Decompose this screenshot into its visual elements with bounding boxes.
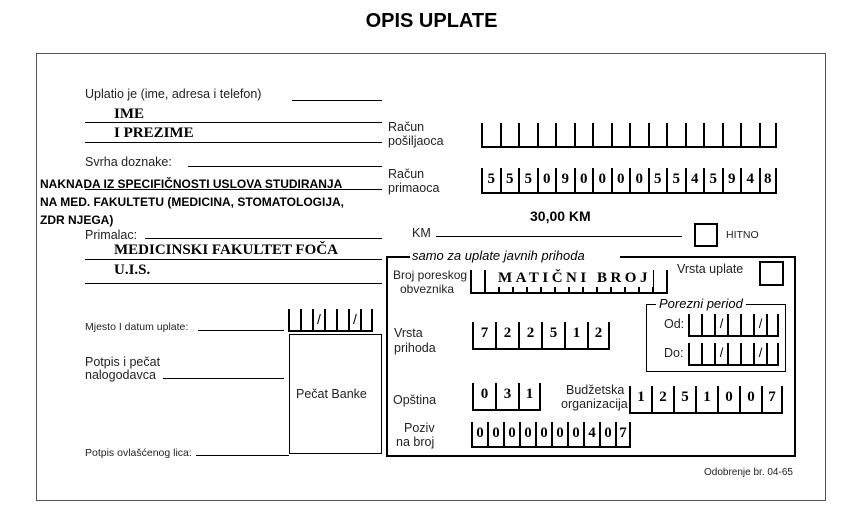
recipient-label: Primalac: bbox=[85, 228, 138, 242]
bank-stamp-box bbox=[289, 334, 382, 454]
tax-period-to-label: Do: bbox=[664, 346, 684, 360]
receiver-account-boxes[interactable]: 5 5 5 0 9 0 0 0 0 5 5 4 5 9 4 8 bbox=[481, 168, 777, 194]
purpose-line-1: NAKNADA IZ SPECIFIČNOSTI USLOVA STUDIRAN… bbox=[40, 177, 343, 191]
payer-label: Uplatio je (ime, adresa i telefon) bbox=[85, 87, 262, 101]
sender-account-boxes[interactable] bbox=[481, 123, 777, 148]
municipality-boxes[interactable]: 0 3 1 bbox=[472, 383, 541, 411]
purpose-line-3: ZDR NJEGA) bbox=[40, 213, 114, 227]
bank-stamp-label: Pečat Banke bbox=[296, 387, 367, 401]
place-date-boxes[interactable]: / / bbox=[288, 309, 373, 332]
receiver-account-label-1: Račun bbox=[388, 167, 425, 181]
slip-frame bbox=[36, 53, 826, 501]
amount-currency-label: KM bbox=[412, 226, 431, 240]
urgent-label: HITNO bbox=[726, 229, 759, 241]
revenue-type-boxes[interactable]: 7 2 2 5 1 2 bbox=[472, 322, 610, 350]
tax-period-from-boxes[interactable]: / / bbox=[688, 314, 779, 337]
payment-type-box[interactable] bbox=[759, 261, 784, 286]
revenue-type-label-1: Vrsta bbox=[394, 326, 423, 340]
purpose-line-2: NA MED. FAKULTETU (MEDICINA, STOMATOLOGI… bbox=[40, 195, 344, 209]
recipient-name: MEDICINSKI FAKULTET FOČA bbox=[114, 242, 338, 258]
recipient-unit: U.I.S. bbox=[114, 262, 151, 278]
tax-id-value: MATIČNI BROJ bbox=[496, 270, 653, 287]
reference-label-1: Poziv bbox=[404, 421, 435, 435]
budget-org-label-1: Budžetska bbox=[566, 383, 625, 397]
payer-surname: I PREZIME bbox=[114, 125, 194, 141]
public-section-title: samo za uplate javnih prihoda bbox=[412, 248, 585, 263]
approval-number: Odobrenje br. 04-65 bbox=[704, 467, 793, 478]
reference-boxes[interactable]: 0 0 0 0 0 0 0 4 0 7 bbox=[471, 422, 631, 448]
budget-org-boxes[interactable]: 1 2 5 1 0 0 7 bbox=[629, 386, 783, 414]
payment-type-label: Vrsta uplate bbox=[677, 262, 744, 276]
receiver-account-label-2: primaoca bbox=[388, 181, 440, 195]
authorized-signature-label: Potpis ovlašćenog lica: bbox=[85, 447, 192, 459]
tax-period-title: Porezni period bbox=[656, 296, 746, 311]
budget-org-label-2: organizacija bbox=[561, 397, 628, 411]
place-date-label: Mjesto I datum uplate: bbox=[85, 321, 189, 333]
tax-id-label-2: obveznika bbox=[400, 282, 455, 296]
reference-label-2: na broj bbox=[396, 435, 435, 449]
tax-id-label-1: Broj poreskog bbox=[393, 268, 468, 282]
amount-value: 30,00 KM bbox=[530, 208, 591, 224]
urgent-checkbox[interactable] bbox=[694, 223, 718, 247]
sender-account-label-2: pošiljaoca bbox=[388, 134, 444, 148]
payer-signature-label-2: nalogodavca bbox=[85, 368, 156, 382]
payer-name: IME bbox=[114, 106, 144, 122]
sender-account-label-1: Račun bbox=[388, 120, 425, 134]
tax-period-from-label: Od: bbox=[664, 317, 685, 331]
tax-period-to-boxes[interactable]: / / bbox=[688, 343, 779, 366]
purpose-label: Svrha doznake: bbox=[85, 155, 172, 169]
page-title: OPIS UPLATE bbox=[365, 10, 498, 32]
revenue-type-label-2: prihoda bbox=[394, 341, 436, 355]
municipality-label: Opština bbox=[393, 393, 437, 407]
payer-signature-label-1: Potpis i pečat bbox=[85, 355, 161, 369]
